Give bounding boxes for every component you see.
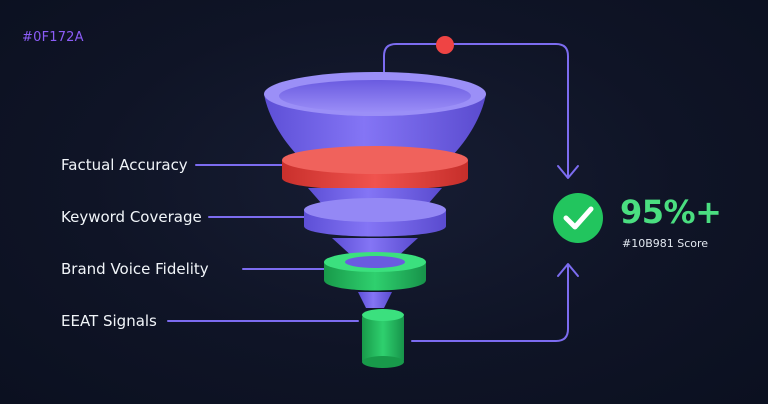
score-value: 95%+ — [620, 193, 722, 231]
score-caption: #10B981 Score — [622, 237, 709, 250]
funnel — [264, 72, 486, 368]
green-ring-hole — [345, 256, 405, 268]
bottom-flow-arrow — [411, 265, 569, 342]
bottom-arrowhead — [557, 263, 579, 277]
stage-label-keyword-coverage: Keyword Coverage — [61, 208, 202, 226]
green-cylinder-top — [362, 309, 404, 321]
stage-label-brand-voice-fidelity: Brand Voice Fidelity — [61, 260, 209, 278]
background-hex-label: #0F172A — [22, 30, 84, 45]
stage-connectors — [167, 164, 359, 322]
red-ring-top — [282, 146, 468, 174]
purple-ring-top — [304, 198, 446, 222]
top-flow-arrow — [383, 43, 569, 177]
stage-label-eeat-signals: EEAT Signals — [61, 312, 157, 330]
funnel-spout-cone — [358, 292, 392, 308]
green-cylinder-bottom — [362, 356, 404, 368]
top-arrowhead — [557, 165, 579, 179]
flow-red-dot — [436, 36, 454, 54]
check-circle-icon — [553, 193, 603, 243]
funnel-opening — [279, 80, 471, 112]
green-cylinder — [362, 314, 404, 364]
stage-label-factual-accuracy: Factual Accuracy — [61, 156, 188, 174]
flow-arrows — [383, 43, 579, 342]
